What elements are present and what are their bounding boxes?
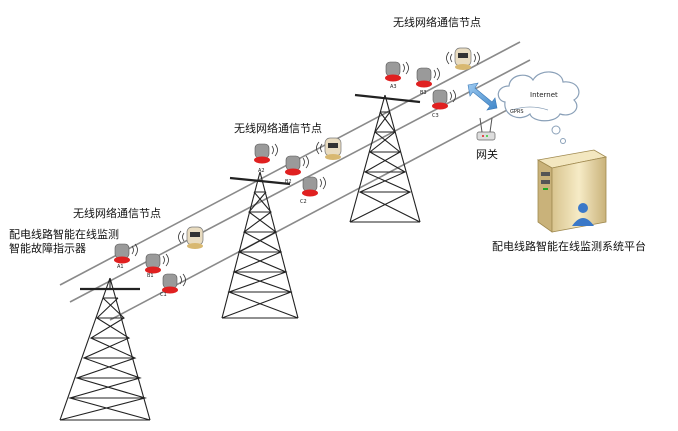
line-phase-c — [109, 81, 561, 321]
user-icon — [572, 203, 594, 226]
tag-c1: C1 — [160, 292, 167, 298]
tag-b2: B2 — [285, 179, 292, 185]
internet-label: Internet — [530, 91, 558, 99]
tag-b3: B3 — [420, 90, 427, 96]
fault-indicator-b1 — [145, 253, 169, 274]
fault-indicator-b2 — [285, 155, 309, 176]
wireless-node-right — [446, 47, 480, 70]
wireless-node-left — [178, 226, 204, 249]
double-arrow-icon — [467, 82, 498, 111]
sensors-middle — [254, 137, 342, 197]
tag-a1: A1 — [117, 264, 124, 270]
gateway-label: 网关 — [476, 148, 498, 161]
fault-indicator-c3 — [432, 89, 456, 110]
wireless-node-label-left: 无线网络通信节点 — [73, 207, 161, 220]
fault-indicator-b3 — [416, 67, 440, 88]
sensor-tags: A1 B1 C1 A2 B2 C2 A3 B3 C3 — [117, 84, 439, 298]
wireless-node-label-middle: 无线网络通信节点 — [234, 122, 322, 135]
line-phase-b — [69, 59, 531, 303]
fault-indicator-a3 — [385, 61, 409, 82]
fault-indicator-c2 — [302, 176, 326, 197]
fault-indicator-c1 — [162, 273, 186, 294]
sensors-right — [385, 47, 480, 110]
tag-a3: A3 — [390, 84, 397, 90]
tower-left — [59, 277, 151, 421]
tag-c3: C3 — [432, 113, 439, 119]
wireless-node-middle — [316, 137, 342, 160]
gprs-label: GPRS — [510, 109, 524, 115]
tag-c2: C2 — [300, 199, 307, 205]
internet-cloud-icon — [497, 71, 580, 144]
tower-middle — [221, 171, 299, 319]
tower-right — [349, 93, 421, 223]
fault-indicator-label-line2: 智能故障指示器 — [9, 242, 86, 255]
server-icon — [536, 149, 608, 233]
sensors-left — [114, 226, 204, 294]
tag-a2: A2 — [258, 168, 265, 174]
platform-label: 配电线路智能在线监测系统平台 — [492, 240, 646, 253]
wireless-node-label-top: 无线网络通信节点 — [393, 16, 481, 29]
gateway-icon — [476, 117, 496, 141]
tag-b1: B1 — [147, 273, 154, 279]
fault-indicator-a1 — [114, 243, 138, 264]
fault-indicator-a2 — [254, 143, 278, 164]
fault-indicator-label-line1: 配电线路智能在线监测 — [9, 228, 119, 241]
